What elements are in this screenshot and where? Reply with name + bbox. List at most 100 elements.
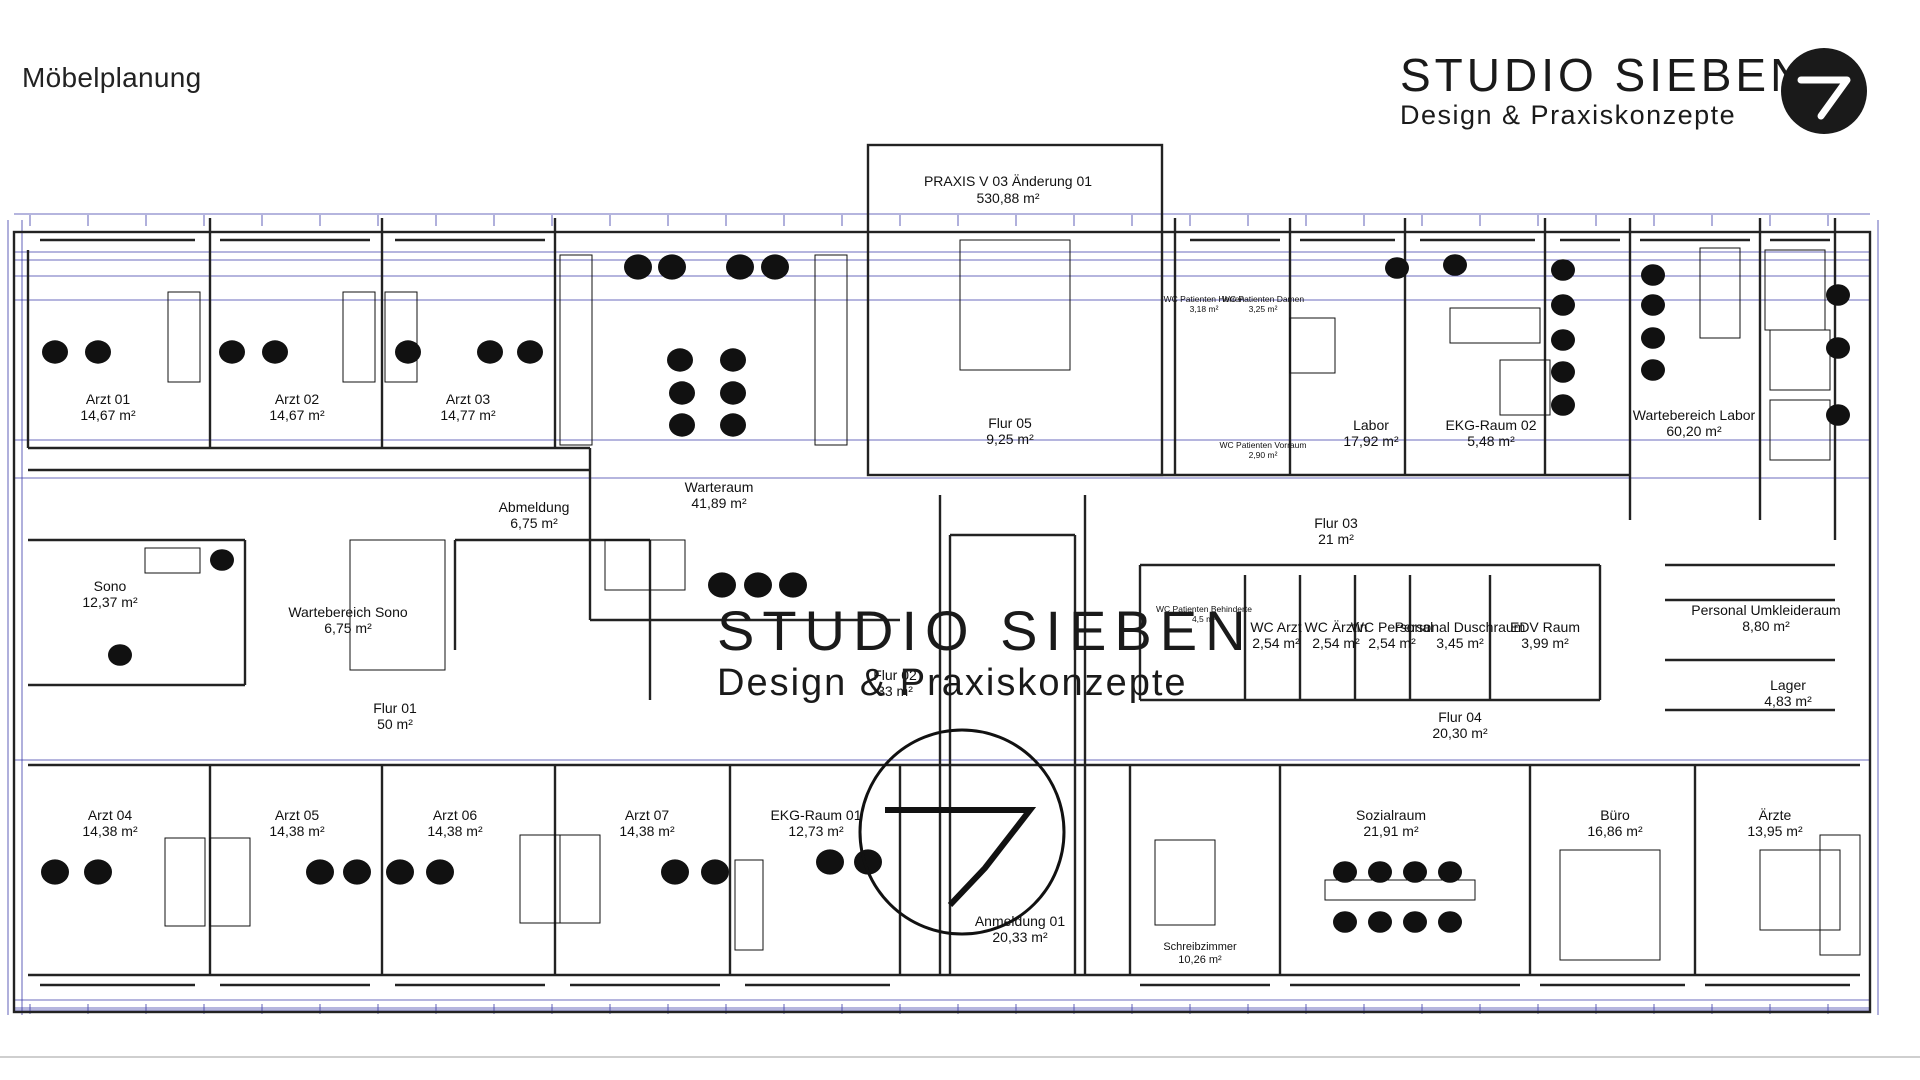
chair-icon (1443, 254, 1467, 276)
seven-arrow-icon (1781, 48, 1867, 134)
room-area-arzt-03: 14,77 m² (440, 407, 496, 423)
room-label-wc-patienten-damen: WC Patienten Damen (1222, 294, 1304, 304)
room-area-sono: 12,37 m² (82, 594, 138, 610)
room-label-warteraum: Warteraum (685, 479, 754, 495)
room-label-flur-05: Flur 05 (988, 415, 1032, 431)
chair-icon (667, 348, 693, 372)
room-area-wc-patienten-vorraum: 2,90 m² (1249, 450, 1278, 460)
chair-icon (210, 549, 234, 571)
room-label-wartebereich-labor: Wartebereich Labor (1633, 407, 1756, 423)
chair-icon (477, 340, 503, 364)
chair-icon (1438, 911, 1462, 933)
room-label-wc-arzt: WC Arzt (1250, 619, 1301, 635)
chair-icon (41, 859, 69, 885)
chair-icon (1403, 911, 1427, 933)
walls (12, 143, 1872, 1014)
chair-icon (1368, 861, 1392, 883)
room-area-sozialraum: 21,91 m² (1363, 823, 1419, 839)
chair-icon (219, 340, 245, 364)
plan-title: PRAXIS V 03 Änderung 01 (924, 173, 1092, 189)
desk (604, 539, 686, 591)
chair-icon (1333, 911, 1357, 933)
chair-icon (42, 340, 68, 364)
chair-icon (426, 859, 454, 885)
chair-icon (1333, 861, 1357, 883)
chair-icon (816, 849, 844, 875)
room-area-lager: 4,83 m² (1764, 693, 1812, 709)
room-area-arzt-02: 14,67 m² (269, 407, 325, 423)
room-area-flur-04: 20,30 m² (1432, 725, 1488, 741)
chair-icon (720, 348, 746, 372)
room-label-labor: Labor (1353, 417, 1389, 433)
room-area-personal-umkleideraum: 8,80 m² (1742, 618, 1790, 634)
room-label-wc-personal: WC Personal (1351, 619, 1433, 635)
desk (349, 539, 446, 671)
wall-rect (866, 143, 1164, 477)
wall-rect (12, 230, 1872, 1014)
chair-icon (84, 859, 112, 885)
chair-icon (761, 254, 789, 280)
room-label-flur-01: Flur 01 (373, 700, 417, 716)
chair-icon (708, 572, 736, 598)
room-label-arzt-01: Arzt 01 (86, 391, 131, 407)
room-area-wartebereich-sono: 6,75 m² (324, 620, 372, 636)
chair-icon (661, 859, 689, 885)
desk (1559, 849, 1661, 961)
room-label-wc-behinderte: WC Patienten Behinderte (1156, 604, 1252, 614)
room-label-arzt-06: Arzt 06 (433, 807, 478, 823)
room-label-wc-patienten-herren: WC Patienten Herren (1164, 294, 1245, 304)
room-area-ekg-raum-02: 5,48 m² (1467, 433, 1515, 449)
chair-icon (1438, 861, 1462, 883)
room-area-labor: 17,92 m² (1343, 433, 1399, 449)
desk (1699, 247, 1741, 339)
desk (342, 291, 376, 383)
chair-icon (1826, 404, 1850, 426)
room-area-anmeldung-01: 20,33 m² (992, 929, 1048, 945)
chair-icon (669, 381, 695, 405)
room-area-flur-02: 33 m² (877, 683, 913, 699)
room-label-sono: Sono (94, 578, 127, 594)
desk (1769, 399, 1831, 461)
room-label-edv-raum: EDV Raum (1510, 619, 1580, 635)
desk (164, 837, 206, 927)
watermark-tagline: Design & Praxiskonzepte (717, 662, 1188, 704)
chair-icon (1641, 294, 1665, 316)
room-label-ekg-raum-01: EKG-Raum 01 (770, 807, 861, 823)
room-area-schreibzimmer: 10,26 m² (1178, 954, 1222, 966)
plan-total-area: 530,88 m² (976, 190, 1039, 206)
room-area-warteraum: 41,89 m² (691, 495, 747, 511)
room-label-arzt-07: Arzt 07 (625, 807, 670, 823)
desk (1769, 329, 1831, 391)
chair-icon (343, 859, 371, 885)
chair-icon (1641, 264, 1665, 286)
chair-icon (701, 859, 729, 885)
room-label-aerzte: Ärzte (1759, 807, 1792, 823)
room-label-buero: Büro (1600, 807, 1630, 823)
room-area-wc-personal: 2,54 m² (1368, 635, 1416, 651)
room-area-flur-03: 21 m² (1318, 531, 1354, 547)
desk (144, 547, 201, 574)
dimension-lines (7, 213, 1879, 1015)
room-label-lager: Lager (1770, 677, 1806, 693)
room-label-ekg-raum-02: EKG-Raum 02 (1445, 417, 1536, 433)
chair-icon (1403, 861, 1427, 883)
chair-icon (1551, 259, 1575, 281)
chair-icon (1826, 284, 1850, 306)
room-area-flur-05: 9,25 m² (986, 431, 1034, 447)
desk (559, 834, 601, 924)
room-area-buero: 16,86 m² (1587, 823, 1643, 839)
room-label-personal-umkleideraum: Personal Umkleideraum (1691, 602, 1840, 618)
room-area-flur-01: 50 m² (377, 716, 413, 732)
logo-tagline: Design & Praxiskonzepte (1400, 100, 1737, 130)
room-label-schreibzimmer: Schreibzimmer (1163, 941, 1237, 953)
chair-icon (386, 859, 414, 885)
room-area-abmeldung: 6,75 m² (510, 515, 558, 531)
chair-icon (1385, 257, 1409, 279)
chair-icon (108, 644, 132, 666)
room-area-arzt-04: 14,38 m² (82, 823, 138, 839)
room-area-wc-patienten-herren: 3,18 m² (1190, 304, 1219, 314)
room-area-wartebereich-labor: 60,20 m² (1666, 423, 1722, 439)
desk (1759, 849, 1841, 931)
chair-icon (1551, 394, 1575, 416)
logo-name: STUDIO SIEBEN (1400, 49, 1808, 101)
